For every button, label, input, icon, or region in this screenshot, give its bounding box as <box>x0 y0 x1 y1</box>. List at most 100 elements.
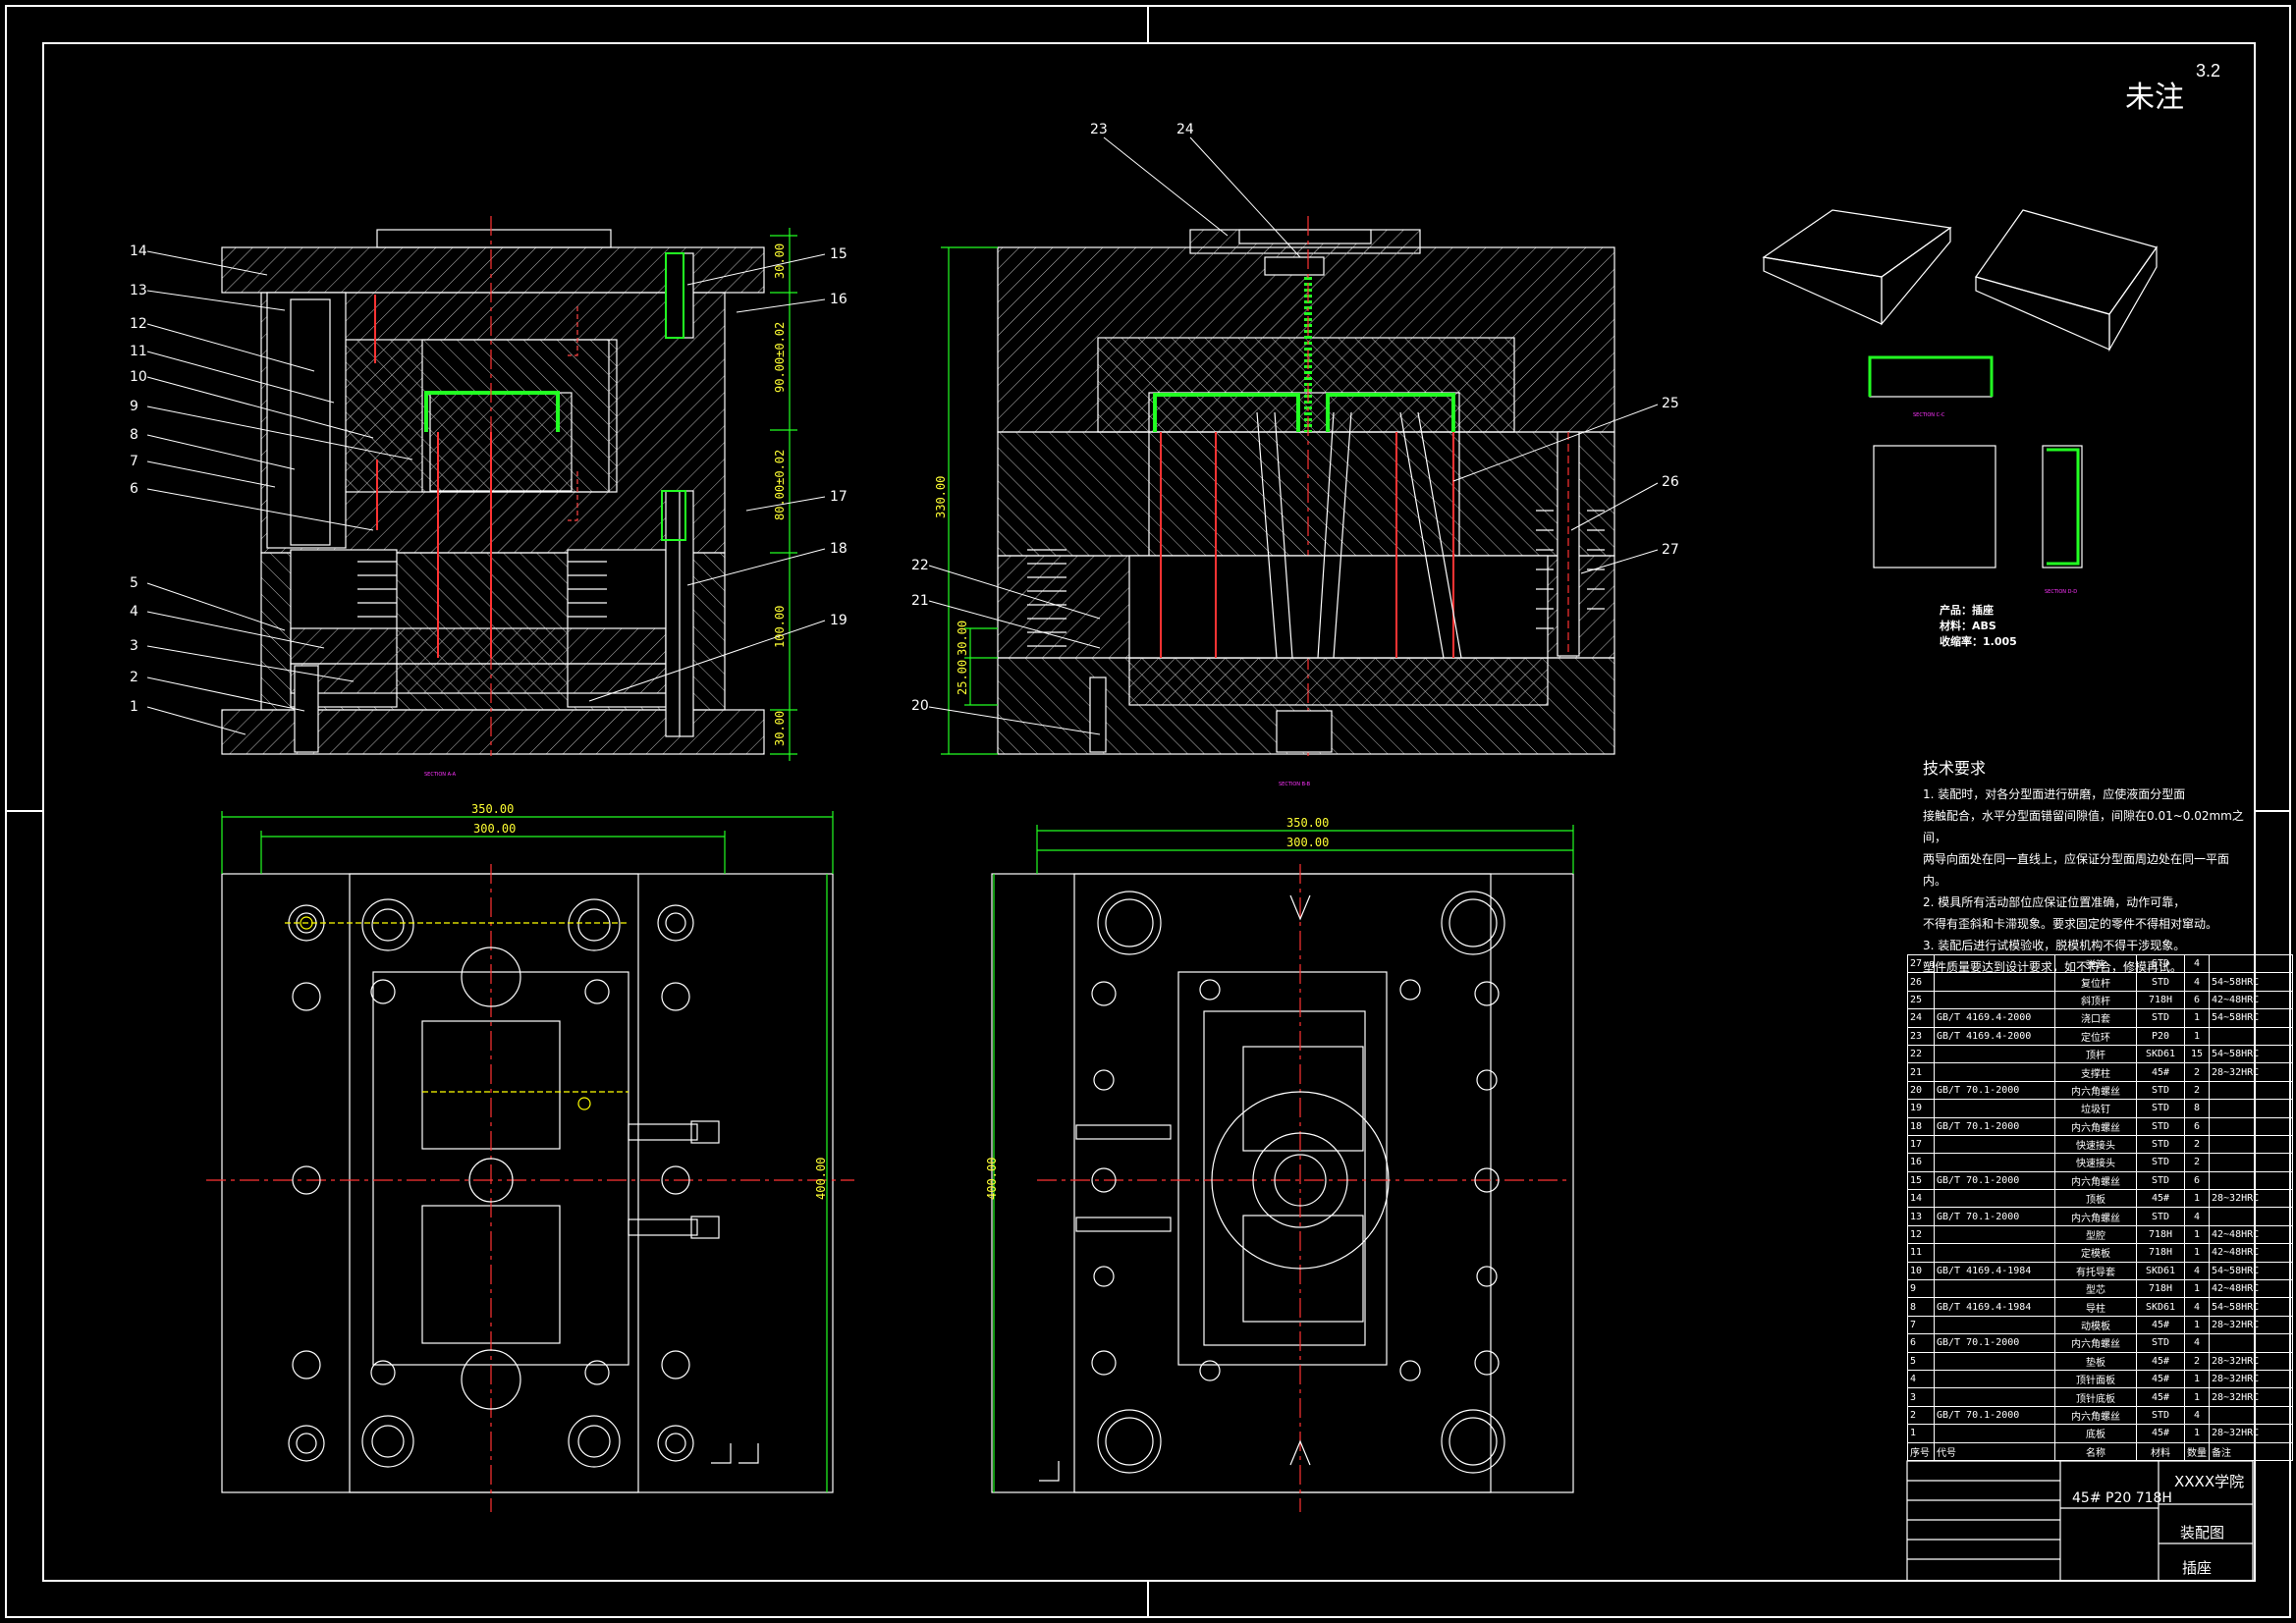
bom-cell-name: 垃圾钉 <box>2054 1099 2137 1118</box>
bom-cell-material: STD <box>2136 1134 2185 1155</box>
bom-cell-qty: 6 <box>2184 1170 2210 1191</box>
callout-25: 25 <box>1662 396 1679 411</box>
tech-line: 不得有歪斜和卡滞现象。要求固定的零件不得相对窜动。 <box>1923 917 2218 931</box>
bom-cell-name: 内六角螺丝 <box>2054 1333 2137 1353</box>
bom-cell-name: 顶杆 <box>2054 1044 2137 1064</box>
bom-cell-no: 21 <box>1907 1062 1935 1082</box>
drawing-frame <box>5 5 2291 1618</box>
bom-cell-qty: 4 <box>2184 1261 2210 1281</box>
bom-cell-code <box>1934 1243 2055 1263</box>
bom-cell-remark: 42~48HRC <box>2209 1224 2293 1245</box>
callout-18: 18 <box>830 541 847 557</box>
tech-line: 1. 装配时，对各分型面进行研磨，应使液面分型面 <box>1923 787 2186 801</box>
bom-cell-material: STD <box>2136 1116 2185 1136</box>
bom-header-row: 序号 代号 名称 材料 数量 备注 <box>1907 1441 2293 1461</box>
bom-cell-name: 定位环 <box>2054 1026 2137 1046</box>
bom-cell-no: 15 <box>1907 1170 1935 1191</box>
bom-cell-no: 20 <box>1907 1080 1935 1101</box>
bom-cell-no: 2 <box>1907 1405 1935 1426</box>
bom-cell-name: 内六角螺丝 <box>2054 1080 2137 1101</box>
bom-cell-qty: 4 <box>2184 1297 2210 1317</box>
dim-left-4: 100.00 <box>773 606 787 648</box>
bom-cell-remark: 28~32HRC <box>2209 1351 2293 1371</box>
bom-cell-code <box>1934 1134 2055 1155</box>
bom-cell-code <box>1934 1044 2055 1064</box>
bom-cell-no: 3 <box>1907 1387 1935 1407</box>
bom-cell-material: STD <box>2136 1333 2185 1353</box>
right-section-view <box>941 216 1615 756</box>
bom-cell-code: GB/T 4169.4-2000 <box>1934 1026 2055 1046</box>
bom-cell-remark: 54~58HRC <box>2209 972 2293 992</box>
bom-cell-code <box>1934 1351 2055 1371</box>
bom-cell-remark: 28~32HRC <box>2209 1424 2293 1443</box>
dim-plan-right-1: 350.00 <box>1286 816 1329 830</box>
tech-line: 3. 装配后进行试模验收，脱模机构不得干涉现象。 <box>1923 939 2186 952</box>
bom-cell-material: 45# <box>2136 1062 2185 1082</box>
dim-left-2: 90.00±0.02 <box>773 322 787 393</box>
bom-header-name: 名称 <box>2054 1441 2137 1461</box>
bom-cell-name: 型芯 <box>2054 1279 2137 1299</box>
bom-cell-no: 13 <box>1907 1207 1935 1226</box>
roughness-symbol: 3.2 <box>2196 61 2221 81</box>
callout-16: 16 <box>830 292 847 307</box>
product-material: 材料：ABS <box>1940 620 1996 632</box>
bom-cell-no: 8 <box>1907 1297 1935 1317</box>
bom-cell-code <box>1934 1279 2055 1299</box>
callout-13: 13 <box>130 283 147 298</box>
bom-cell-name: 弹簧 <box>2054 953 2137 974</box>
bom-cell-code <box>1934 953 2055 974</box>
bom-cell-no: 7 <box>1907 1315 1935 1335</box>
bom-cell-name: 有托导套 <box>2054 1261 2137 1281</box>
callout-6: 6 <box>130 481 138 497</box>
title-block: 45# P20 718H XXXX学院 装配图 插座 <box>1907 1461 2253 1581</box>
callout-7: 7 <box>130 454 138 469</box>
bom-cell-remark <box>2209 1116 2293 1136</box>
bom-cell-qty: 1 <box>2184 1026 2210 1046</box>
bom-cell-code <box>1934 1189 2055 1209</box>
bom-cell-material: 45# <box>2136 1369 2185 1389</box>
bom-cell-material: STD <box>2136 1207 2185 1226</box>
bom-cell-qty: 4 <box>2184 953 2210 974</box>
bom-cell-code <box>1934 1153 2055 1172</box>
bom-cell-no: 11 <box>1907 1243 1935 1263</box>
bom-cell-material: STD <box>2136 1405 2185 1426</box>
bom-cell-qty: 4 <box>2184 1405 2210 1426</box>
product-info: 产品：插座 材料：ABS 收缩率：1.005 <box>1940 603 2017 650</box>
bom-cell-code <box>1934 1099 2055 1118</box>
bom-cell-no: 6 <box>1907 1333 1935 1353</box>
bom-cell-code <box>1934 990 2055 1010</box>
bom-cell-name: 导柱 <box>2054 1297 2137 1317</box>
bom-cell-name: 顶针面板 <box>2054 1369 2137 1389</box>
bom-cell-remark <box>2209 1134 2293 1155</box>
callout-5: 5 <box>130 575 138 591</box>
dim-left-1: 30.00 <box>773 243 787 279</box>
bom-cell-material: SKD61 <box>2136 1297 2185 1317</box>
bom-cell-material: STD <box>2136 1080 2185 1101</box>
product-iso-views <box>1762 209 2158 568</box>
tech-line: 两导向面处在同一直线上，应保证分型面周边处在同一平面内。 <box>1923 852 2230 888</box>
dim-right-3: 30.00 <box>956 621 969 656</box>
bom-cell-material: P20 <box>2136 1026 2185 1046</box>
bom-cell-code: GB/T 4169.4-1984 <box>1934 1297 2055 1317</box>
bom-cell-material: STD <box>2136 1099 2185 1118</box>
bom-cell-material: SKD61 <box>2136 1261 2185 1281</box>
bom-cell-name: 内六角螺丝 <box>2054 1116 2137 1136</box>
callout-3: 3 <box>130 638 138 654</box>
callout-19: 19 <box>830 613 847 628</box>
callout-22: 22 <box>911 558 929 573</box>
bom-cell-no: 22 <box>1907 1044 1935 1064</box>
callout-27: 27 <box>1662 542 1679 558</box>
bom-cell-code <box>1934 1062 2055 1082</box>
bom-cell-remark: 28~32HRC <box>2209 1369 2293 1389</box>
